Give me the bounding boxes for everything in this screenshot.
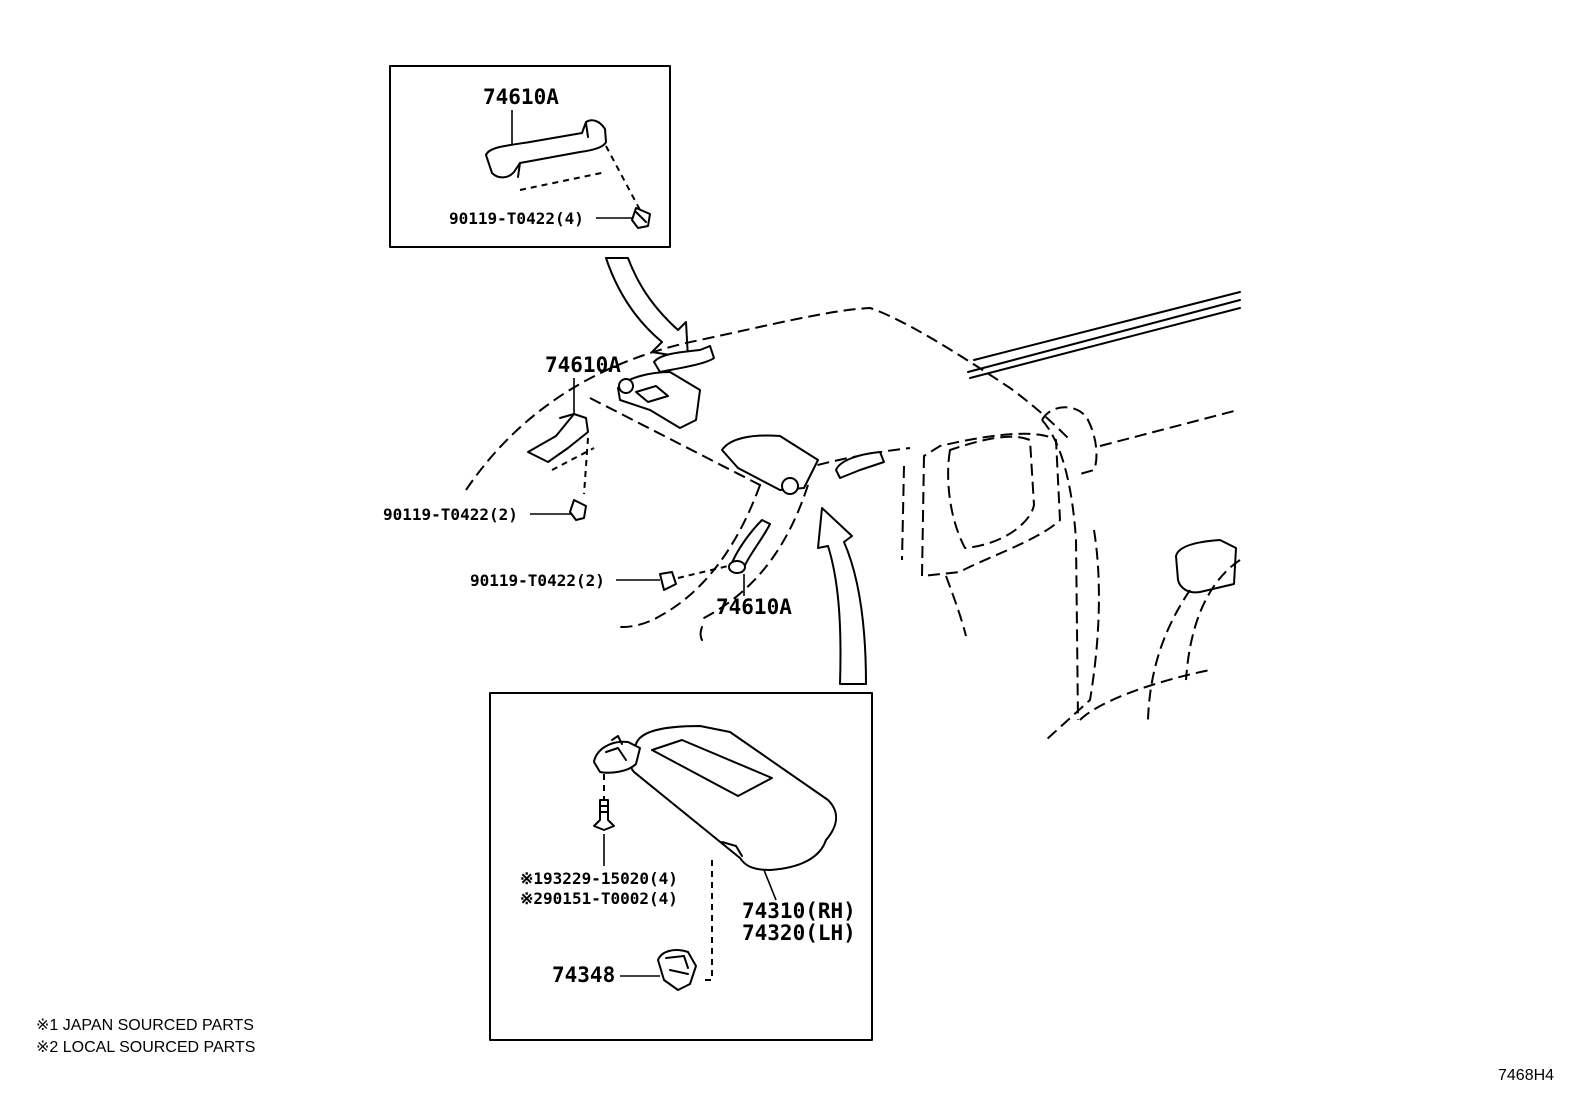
pillar-grip-part-label: 74610A (716, 595, 792, 619)
main-grip-screw-label: 90119-T0422(2) (383, 505, 518, 524)
sun-visor-detail (593, 725, 837, 871)
clip-icon (659, 571, 677, 591)
visor-screw-local-label: ※290151-T0002(4) (520, 889, 678, 908)
note-japan-sourced: ※1 JAPAN SOURCED PARTS (36, 1017, 254, 1034)
top-box-screw-label: 90119-T0422(4) (449, 209, 584, 228)
visor-holder-icon (657, 949, 697, 991)
top-detail-box: 74610A 90119-T0422(4) (389, 65, 671, 248)
vehicle-body-outline (465, 291, 1241, 741)
roof-grip-front (653, 345, 715, 373)
sun-visor-right (721, 434, 819, 491)
main-grip-part-label: 74610A (545, 353, 621, 377)
pillar-screw-label: 90119-T0422(2) (470, 571, 605, 590)
screw-icon (593, 799, 615, 831)
assist-grip-detail (485, 119, 607, 179)
visor-lh-label: 74320(LH) (742, 921, 856, 945)
bottom-detail-box: ※193229-15020(4) ※290151-T0002(4) 74310(… (489, 692, 873, 1041)
callout-arrow-top (605, 257, 689, 359)
roof-grip-rear (835, 451, 885, 479)
callout-arrow-bottom (817, 507, 867, 685)
diagram-code: 7468H4 (1498, 1067, 1554, 1084)
note-local-sourced: ※2 LOCAL SOURCED PARTS (36, 1039, 255, 1056)
top-box-part-label: 74610A (483, 85, 559, 109)
assist-grip-pillar (728, 519, 771, 574)
screw-icon (631, 207, 651, 229)
visor-screw-jp-label: ※193229-15020(4) (520, 869, 678, 888)
assist-grip-left (527, 413, 589, 463)
screw-icon (569, 499, 587, 521)
visor-rh-label: 74310(RH) (742, 899, 856, 923)
roof-components (527, 345, 885, 574)
visor-holder-label: 74348 (552, 963, 615, 987)
